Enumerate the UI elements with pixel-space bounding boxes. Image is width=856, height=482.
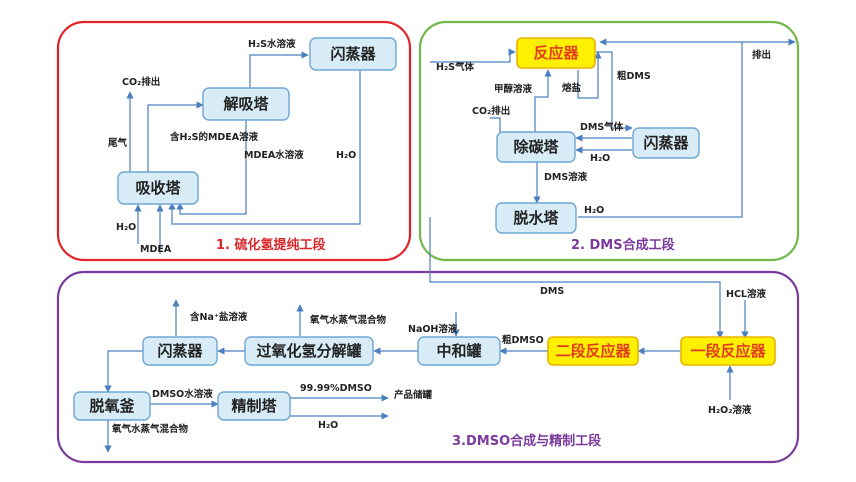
stage-1-frame: [56, 20, 412, 262]
label-hcl: HCL溶液: [726, 288, 766, 300]
label-h2s-aq: H₂S水溶液: [248, 38, 296, 50]
label-h2o-4: H₂O: [318, 420, 338, 431]
node-erduan: 二段反应器: [547, 336, 639, 366]
label-h2s-mdea: 含H₂S的MDEA溶液: [169, 131, 259, 143]
label-o2-mix-2: 氧气水蒸气混合物: [111, 423, 189, 435]
label-h2o-2: H₂O: [590, 153, 610, 164]
label-dms: DMS: [540, 286, 564, 297]
label-h2s-gas: H₂S气体: [436, 61, 474, 73]
node-erduan-label: 二段反应器: [555, 342, 631, 360]
node-guoyanghua: 过氧化氢分解罐: [244, 336, 374, 366]
label-h2o-3: H₂O: [584, 205, 604, 216]
node-jiexita-label: 解吸塔: [223, 95, 269, 113]
label-dms-aq: DMS溶液: [544, 171, 588, 183]
node-shanzhengqi-1-label: 闪蒸器: [330, 45, 376, 63]
label-methanol: 甲醇溶液: [494, 83, 533, 95]
node-xishouta-label: 吸收塔: [135, 179, 181, 197]
node-guoyanghua-label: 过氧化氢分解罐: [256, 342, 361, 360]
node-yiduan: 一段反应器: [680, 336, 776, 366]
label-h2o-in: H₂O: [116, 222, 136, 233]
label-crude-dmso: 粗DMSO: [502, 334, 544, 346]
node-jingzhita-label: 精制塔: [231, 397, 277, 415]
node-tuoyangfu: 脱氧釜: [73, 391, 151, 421]
label-mdea-aq: MDEA水溶液: [244, 149, 304, 161]
node-shanzhengqi-2-label: 闪蒸器: [643, 134, 689, 152]
node-jiexita: 解吸塔: [202, 87, 290, 121]
node-tuoshuita-label: 脱水塔: [513, 209, 559, 227]
label-tail-gas: 尾气: [107, 137, 128, 149]
node-xishouta: 吸收塔: [117, 171, 199, 205]
node-zhongheguan-label: 中和罐: [436, 342, 481, 360]
stage-3-frame: [56, 270, 800, 464]
label-dmso-aq: DMSO水溶液: [152, 388, 213, 400]
node-jingzhita: 精制塔: [217, 391, 291, 421]
node-fanyingqi: 反应器: [516, 37, 596, 69]
node-yiduan-label: 一段反应器: [690, 342, 766, 360]
stage-2-frame: [418, 20, 800, 262]
node-tuoshuita: 脱水塔: [495, 202, 577, 234]
label-product-tank: 产品储罐: [394, 389, 433, 401]
label-co2-out-2: CO₂排出: [472, 105, 510, 117]
node-chutanta-label: 除碳塔: [513, 138, 559, 156]
label-o2-mix-1: 氧气水蒸气混合物: [309, 314, 387, 326]
label-discharge: 排出: [752, 49, 771, 61]
label-crude-dms: 粗DMS: [617, 70, 651, 82]
stage-1-title: 1. 硫化氢提纯工段: [216, 237, 326, 253]
label-naoh: NaOH溶液: [408, 323, 458, 335]
label-h2o2: H₂O₂溶液: [708, 404, 752, 416]
node-fanyingqi-label: 反应器: [533, 44, 579, 62]
node-zhongheguan: 中和罐: [417, 336, 501, 366]
node-shanzhengqi-1: 闪蒸器: [309, 37, 397, 71]
node-shanzhengqi-2: 闪蒸器: [632, 127, 700, 159]
node-tuoyangfu-label: 脱氧釜: [89, 397, 135, 415]
label-na-salt: 含Na⁺盐溶液: [189, 311, 248, 323]
label-dms-gas: DMS气体: [580, 121, 624, 133]
label-molten-salt: 熔盐: [562, 82, 582, 94]
label-pure-dmso: 99.99%DMSO: [300, 383, 372, 394]
stage-2-title: 2. DMS合成工段: [571, 237, 675, 253]
node-chutanta: 除碳塔: [496, 131, 576, 163]
node-shanzhengqi-3: 闪蒸器: [142, 336, 218, 366]
node-shanzhengqi-3-label: 闪蒸器: [157, 342, 203, 360]
label-mdea: MDEA: [140, 244, 172, 255]
label-h2o-1: H₂O: [336, 150, 356, 161]
stage-3-title: 3.DMSO合成与精制工段: [452, 433, 601, 449]
label-co2-out-1: CO₂排出: [122, 76, 160, 88]
